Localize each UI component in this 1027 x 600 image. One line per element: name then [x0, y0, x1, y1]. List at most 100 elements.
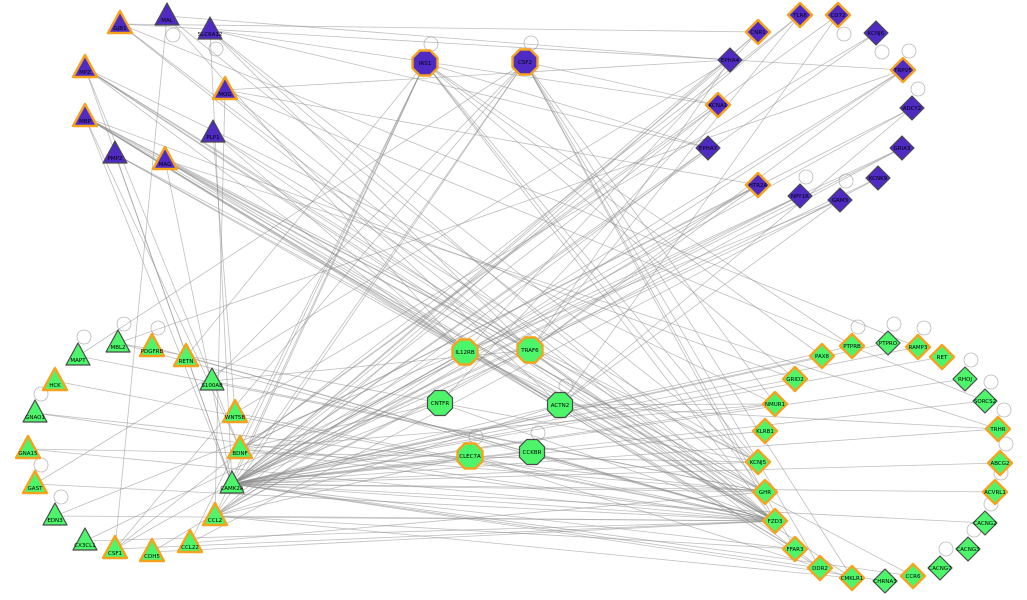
node-ABCG2[interactable]: ABCG2	[986, 449, 1014, 477]
node-GRIA3[interactable]: GRIA3	[889, 135, 915, 161]
self-loop-MAPT[interactable]	[76, 329, 92, 345]
diamond-shape[interactable]	[838, 332, 866, 360]
triangle-shape[interactable]	[106, 9, 134, 35]
edge-MOG-EPHA4[interactable]	[224, 59, 731, 91]
node-CCKBR[interactable]: CCKBR	[518, 438, 546, 466]
edge-CAMK2A-ABCG2[interactable]	[231, 462, 1001, 485]
edge-TRPV5-CAMK2A[interactable]	[231, 69, 904, 485]
edge-MPZ-BDNF[interactable]	[84, 67, 241, 450]
diamond-shape[interactable]	[781, 535, 809, 563]
node-ADCY2[interactable]: ADCY2	[899, 95, 925, 121]
edge-PLP1-KCNJ5[interactable]	[212, 132, 759, 463]
edge-CAMK2A-SORCS2[interactable]	[231, 400, 986, 485]
triangle-shape[interactable]	[138, 332, 166, 358]
self-loop-ADCY2[interactable]	[910, 81, 926, 97]
node-RET[interactable]: RET	[928, 343, 956, 371]
node-CACNG3[interactable]: CACNG3	[955, 536, 981, 562]
edge-CAMK2A-CHRNA3[interactable]	[231, 483, 886, 582]
edge-HCK-FZD3[interactable]	[54, 380, 776, 522]
diamond-shape[interactable]	[827, 187, 853, 213]
self-loop-SLC6A12[interactable]	[208, 41, 224, 57]
edge-MOG-HTR2A[interactable]	[224, 89, 759, 186]
edge-CNTFR-FZD3[interactable]	[439, 402, 776, 522]
diamond-shape[interactable]	[787, 183, 813, 209]
diamond-shape[interactable]	[761, 507, 789, 535]
node-SORCS2[interactable]: SORCS2	[972, 388, 998, 414]
octagon-shape[interactable]	[451, 338, 479, 366]
edge-CSF2-CCL2[interactable]	[214, 61, 526, 517]
self-loop-GAST[interactable]	[33, 457, 49, 473]
node-DDR2[interactable]: DDR2	[806, 554, 834, 582]
node-CLEC7A[interactable]: CLEC7A	[456, 442, 484, 470]
edge-MBP-DDR2[interactable]	[84, 116, 821, 569]
node-MPZ[interactable]: MPZ	[71, 53, 99, 79]
triangle-shape[interactable]	[72, 527, 98, 551]
edge-KCNA1-CAMK2A[interactable]	[231, 104, 719, 485]
edge-CDH5-FZD3[interactable]	[151, 520, 776, 553]
node-IL12RB[interactable]: IL12RB	[451, 338, 479, 366]
edge-IL12RB-GHR[interactable]	[464, 351, 766, 493]
edge-GNA15-FZD3[interactable]	[27, 448, 776, 522]
diamond-shape[interactable]	[872, 568, 898, 594]
edge-PMP2-FZD3[interactable]	[114, 153, 776, 522]
diamond-shape[interactable]	[808, 342, 836, 370]
self-loop-PDGFRB[interactable]	[150, 320, 166, 336]
node-MAG[interactable]: MAG	[151, 145, 179, 171]
self-loop-MBL2[interactable]	[116, 316, 132, 332]
edge-EPHA4-GAST[interactable]	[34, 59, 731, 485]
edge-TRAF6-FZD3[interactable]	[529, 349, 776, 522]
edge-ACTN2-FZD3[interactable]	[559, 404, 776, 522]
edge-SLC6A12-FZD3[interactable]	[209, 29, 776, 522]
edge-HTR2A-TRAF6[interactable]	[529, 184, 759, 351]
triangle-shape[interactable]	[41, 366, 69, 392]
node-RHOJ[interactable]: RHOJ	[952, 366, 978, 392]
self-loop-EDN3[interactable]	[53, 489, 69, 505]
node-EDN3[interactable]: EDN3	[42, 502, 68, 526]
edge-CCL22-GHR[interactable]	[189, 491, 766, 544]
octagon-shape[interactable]	[456, 442, 484, 470]
diamond-shape[interactable]	[899, 95, 925, 121]
triangle-shape[interactable]	[22, 399, 48, 423]
edge-ADCY2-ACTN2[interactable]	[559, 107, 913, 406]
diamond-shape[interactable]	[761, 390, 789, 418]
edge-CSF2-DDR2[interactable]	[524, 61, 821, 569]
node-TRAF6[interactable]: TRAF6	[516, 336, 544, 364]
triangle-shape[interactable]	[199, 367, 225, 391]
diamond-shape[interactable]	[744, 171, 772, 199]
edge-TLR6-CSF1[interactable]	[114, 14, 801, 550]
node-CDH5[interactable]: CDH5	[138, 537, 166, 563]
diamond-shape[interactable]	[824, 1, 852, 29]
edge-MPZ-FZD3[interactable]	[84, 67, 776, 522]
edge-TRAF6-CAMK2A[interactable]	[231, 349, 531, 485]
triangle-shape[interactable]	[71, 102, 99, 128]
node-GNAO1[interactable]: GNAO1	[22, 399, 48, 423]
edge-PLP1-FZD3[interactable]	[212, 132, 776, 522]
edge-GJB1-CNR1[interactable]	[119, 23, 759, 33]
diamond-shape[interactable]	[751, 478, 779, 506]
diamond-shape[interactable]	[751, 417, 779, 445]
node-GJB1[interactable]: GJB1	[106, 9, 134, 35]
diamond-shape[interactable]	[695, 135, 721, 161]
edge-MAL-CSF1[interactable]	[114, 15, 168, 550]
diamond-shape[interactable]	[704, 91, 732, 119]
edge-NPY1R-CAMK2A[interactable]	[231, 195, 801, 485]
edge-CSF2-KCNA1[interactable]	[524, 61, 719, 106]
node-TLR6[interactable]: TLR6	[786, 1, 814, 29]
node-HCK[interactable]: HCK	[41, 366, 69, 392]
edge-CSF2-FFAR3[interactable]	[524, 61, 796, 550]
node-NPY1R[interactable]: NPY1R	[787, 183, 813, 209]
edge-CSF2-CMKLR1[interactable]	[524, 61, 853, 579]
triangle-shape[interactable]	[101, 534, 129, 560]
edge-CCL2-CMKLR1[interactable]	[214, 515, 853, 579]
edge-PMP2-CAMK2A[interactable]	[114, 153, 233, 485]
triangle-shape[interactable]	[65, 342, 91, 366]
node-GHR[interactable]: GHR	[751, 478, 779, 506]
triangle-shape[interactable]	[201, 501, 229, 527]
triangle-shape[interactable]	[42, 502, 68, 526]
octagon-shape[interactable]	[518, 438, 546, 466]
node-CNTFR[interactable]: CNTFR	[426, 389, 454, 417]
edge-MAL-GHR[interactable]	[166, 15, 766, 493]
self-loop-KCNJ6[interactable]	[874, 44, 890, 60]
self-loop-TRPV5[interactable]	[901, 43, 917, 59]
edge-CNTFR-BDNF[interactable]	[239, 402, 441, 450]
